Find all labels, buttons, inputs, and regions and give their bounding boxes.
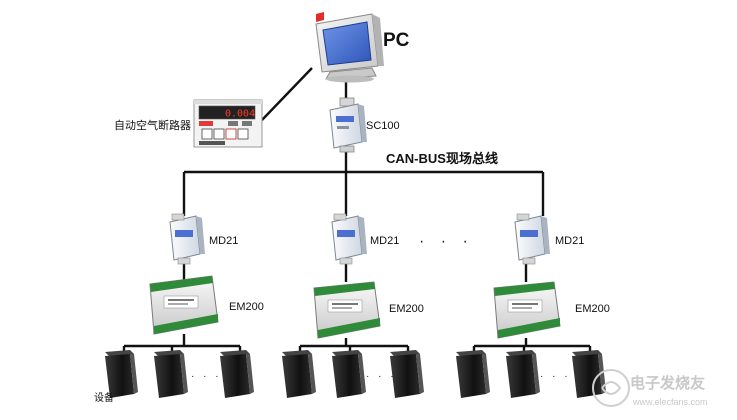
crt-monitor-icon: [315, 12, 384, 83]
device-ellipsis-1: · · ·: [191, 371, 222, 382]
can-bus-label: CAN-BUS现场总线: [386, 151, 498, 166]
pc-to-breaker-line: [261, 67, 313, 121]
watermark-url: www.elecfans.com: [633, 397, 708, 407]
device-box-icon: [572, 350, 606, 398]
md21-converter-icon: [514, 213, 550, 265]
md21-label-3: MD21: [555, 235, 585, 247]
device-box-icon: [506, 350, 540, 398]
device-box-icon: [456, 350, 490, 398]
air-breaker-icon: 0.004: [193, 99, 263, 148]
breaker-label: 自动空气断路器: [114, 120, 191, 132]
sc100-converter-icon: [329, 97, 367, 153]
device-box-icon: [220, 350, 254, 398]
em200-label-1: EM200: [229, 301, 264, 313]
em200-module-icon: [313, 281, 381, 339]
device-box-icon: [390, 350, 424, 398]
device-box-icon: [282, 350, 316, 398]
device-group-3: [456, 350, 606, 398]
md21-ellipsis: · · ·: [419, 233, 474, 250]
em200-module-icon: [149, 275, 219, 335]
device-group-2: [282, 350, 424, 398]
em200-label-3: EM200: [575, 303, 610, 315]
md21-label-1: MD21: [209, 235, 239, 247]
device-group-1: [105, 350, 254, 398]
sc100-label: SC100: [366, 120, 400, 132]
pc-label: PC: [383, 30, 410, 51]
breaker-readout: 0.004: [225, 109, 255, 120]
device-ellipsis-3: · · ·: [540, 371, 571, 382]
device-box-icon: [154, 350, 188, 398]
device-label: 设备: [94, 393, 114, 404]
em200-label-2: EM200: [389, 303, 424, 315]
device-box-icon: [332, 350, 366, 398]
watermark-title: 电子发烧友: [630, 375, 706, 392]
device-ellipsis-2: · · ·: [366, 371, 397, 382]
watermark-logo-icon: [592, 369, 630, 407]
md21-label-2: MD21: [370, 235, 400, 247]
md21-converter-icon: [331, 213, 367, 265]
md21-converter-icon: [169, 213, 205, 265]
device-box-icon: [105, 350, 138, 398]
em200-module-icon: [493, 281, 561, 339]
